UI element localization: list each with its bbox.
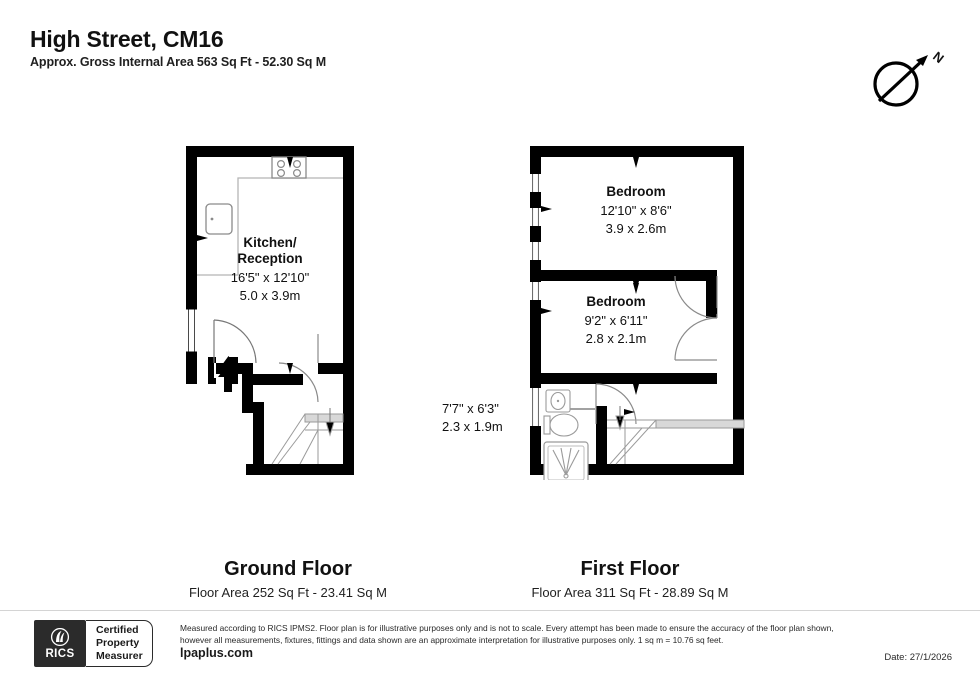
hall-door-swing (278, 334, 319, 403)
first-staircase (607, 406, 745, 465)
rics-wordmark: RICS (45, 647, 75, 660)
room-name-line2: Reception (237, 251, 302, 266)
plan-header: High Street, CM16 Approx. Gross Internal… (30, 26, 326, 69)
room-dim-imperial: 9'2" x 6'11" (584, 313, 647, 328)
entrance-door-swing (213, 319, 257, 364)
north-compass-icon: N (873, 49, 946, 107)
floor-name: Ground Floor (224, 558, 352, 580)
first-floor-caption: First Floor Floor Area 311 Sq Ft - 28.89… (470, 558, 790, 600)
room-dim-metric: 5.0 x 3.9m (240, 288, 301, 303)
bedroom-1-label: Bedroom 12'10" x 8'6" 3.9 x 2.6m (600, 184, 672, 236)
bathroom-dim-metric: 2.3 x 1.9m (442, 419, 503, 434)
bathroom-door-swing (595, 383, 637, 425)
bathroom-shower-icon (543, 441, 589, 480)
room-dim-metric: 2.8 x 2.1m (586, 331, 647, 346)
rics-badge-text: Certified Property Measurer (86, 620, 153, 667)
disclaimer-text: Measured according to RICS IPMS2. Floor … (180, 622, 950, 646)
footer-divider (0, 610, 980, 611)
kitchen-reception-label: Kitchen/ Reception 16'5" x 12'10" 5.0 x … (231, 235, 310, 303)
page-title: High Street, CM16 (30, 26, 224, 52)
room-dim-metric: 3.9 x 2.6m (606, 221, 667, 236)
ground-left-window (186, 308, 197, 353)
floor-area: Floor Area 311 Sq Ft - 28.89 Sq M (531, 585, 729, 600)
first-floor-partitions (530, 270, 717, 475)
ground-floor-caption: Ground Floor Floor Area 252 Sq Ft - 23.4… (128, 558, 448, 600)
bathroom-dim-imperial: 7'7" x 6'3" (442, 401, 499, 416)
rics-logo-mark: RICS (34, 620, 86, 667)
ground-staircase (271, 408, 344, 465)
compass-north-label: N (930, 49, 946, 67)
badge-line-1: Certified (96, 623, 139, 636)
floor-area: Floor Area 252 Sq Ft - 23.41 Sq M (189, 585, 387, 600)
bathroom-basin-icon (545, 389, 571, 413)
ground-wall-arrows (197, 157, 354, 374)
first-wall-arrows (541, 157, 744, 415)
first-floor-walls (530, 146, 744, 475)
rics-certified-badge: RICS Certified Property Measurer (34, 620, 153, 667)
rics-emblem-icon (50, 627, 70, 646)
room-dim-imperial: 16'5" x 12'10" (231, 270, 310, 285)
disclaimer-line-2: however all measurements, fixtures, fitt… (180, 635, 724, 646)
gross-area-subtitle: Approx. Gross Internal Area 563 Sq Ft - … (30, 55, 327, 70)
first-left-windows (530, 174, 541, 426)
bedroom-2-label: Bedroom 9'2" x 6'11" 2.8 x 2.1m (584, 294, 647, 346)
plan-date: Date: 27/1/2026 (884, 652, 952, 663)
website-link[interactable]: lpaplus.com (180, 646, 253, 660)
floor-name: First Floor (580, 558, 680, 580)
room-name: Bedroom (586, 294, 645, 309)
badge-line-3: Measurer (96, 650, 143, 663)
bathroom-dimension-callout: 7'7" x 6'3" 2.3 x 1.9m (442, 401, 595, 434)
room-dim-imperial: 12'10" x 8'6" (600, 203, 672, 218)
bedroom2-door-swing (674, 275, 718, 361)
room-name-line1: Kitchen/ (243, 235, 297, 250)
entry-direction-arrow (218, 364, 238, 392)
ground-floor-plan: Kitchen/ Reception 16'5" x 12'10" 5.0 x … (186, 146, 354, 475)
kitchen-appliance-icon (205, 203, 233, 235)
room-name: Bedroom (606, 184, 665, 199)
badge-line-2: Property (96, 637, 140, 649)
bathroom-toilet-icon (543, 413, 579, 437)
first-floor-plan: 7'7" x 6'3" 2.3 x 1.9m (442, 146, 745, 480)
disclaimer-line-1: Measured according to RICS IPMS2. Floor … (180, 623, 834, 633)
